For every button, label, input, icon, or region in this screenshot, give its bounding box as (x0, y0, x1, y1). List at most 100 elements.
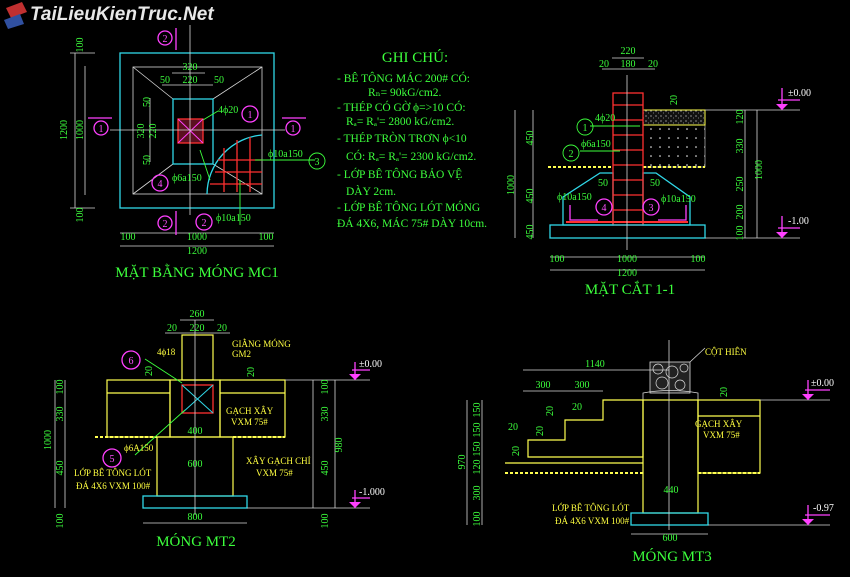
dim-text: 150 (472, 423, 483, 438)
dim-text: 20 (246, 367, 257, 377)
drawing-title: MẶT BẰNG MÓNG MC1 (115, 264, 279, 281)
footing-step (132, 66, 263, 195)
dim-text: 20 (719, 387, 730, 397)
foundation-mt2: 260 20 220 20 20 20 400 600 800 100 330 … (43, 309, 385, 550)
drawing-line (569, 205, 598, 221)
drawing-line (206, 134, 263, 195)
dim-text: 20 (535, 426, 546, 436)
dim-text: 100 (472, 512, 483, 527)
watermark: TaiLieuKienTruc.Net (4, 2, 214, 29)
section-1-1: 220 20 180 20 20 450 450 450 1000 120 33… (506, 46, 811, 298)
label-text: 2 (163, 219, 168, 230)
ground-beam (181, 334, 214, 381)
column-pedestal (172, 98, 214, 165)
level-marker: ±0.00 -0.97 (802, 378, 834, 525)
callouts: CỘT HIÊN GẠCH XÂY VXM 75# LỚP BÊ TÔNG LÓ… (552, 347, 747, 526)
label-text: ±0.00 (359, 359, 382, 370)
label-text: 2 (569, 149, 574, 160)
dim-text: 1000 (754, 160, 765, 180)
section-marker: 1 1 2 2 (88, 28, 306, 235)
dim-text: 50 (650, 178, 660, 189)
label-text: ϕ6a150 (581, 139, 611, 150)
dim-text: 150 (472, 403, 483, 418)
callouts: 6 5 4ϕ18 GIẰNG MÓNG GM2 GẠCH XÂY VXM 75#… (74, 339, 311, 491)
label-text: ϕ6A150 (124, 443, 154, 453)
label-text: LỚP BÊ TÔNG LÓT (74, 468, 152, 478)
lean-concrete (630, 512, 709, 526)
label-text: 2 (202, 218, 207, 229)
dim-text: 600 (663, 533, 678, 544)
drawing-line (241, 105, 259, 123)
drawing-line (652, 363, 689, 391)
label-text: VXM 75# (703, 430, 740, 440)
dim-text: 100 (320, 514, 331, 529)
drawing-line (285, 120, 301, 136)
dim-text: 20 (572, 402, 582, 413)
dim-text: 1140 (585, 359, 605, 370)
drawing-line (199, 149, 211, 181)
drawing-line (134, 409, 186, 456)
drawing-line (466, 347, 830, 535)
note-line: DÀY 2cm. (346, 184, 396, 198)
label-text: 4 (602, 203, 607, 214)
label-text: ϕ10a150 (216, 213, 251, 224)
dim-text: 20 (545, 406, 556, 416)
dim-text: 440 (664, 485, 679, 496)
drawing-line (102, 448, 122, 468)
drawing-title: MÓNG MT3 (632, 548, 712, 565)
dim-text: 100 (320, 380, 331, 395)
dim-text: 100 (121, 232, 136, 243)
dim-text: 100 (550, 254, 565, 265)
drawing-line (655, 376, 669, 390)
rebar-mesh (210, 137, 262, 192)
dim-text: 20 (669, 95, 680, 105)
dim-text: 100 (75, 38, 86, 53)
dim-text: 100 (55, 514, 66, 529)
drawing-line (181, 384, 214, 414)
dim-text: 50 (598, 178, 608, 189)
drawing-line (151, 174, 169, 192)
dim-text: 150 (472, 442, 483, 457)
dim-text: 250 (735, 177, 746, 192)
dim-text: 220 (621, 46, 636, 57)
note-line: - LỚP BÊ TÔNG BẢO VỆ (337, 167, 462, 181)
label-text: GẠCH XÂY (695, 419, 743, 429)
label-text: CỘT HIÊN (705, 347, 747, 357)
dim-text: 20 (144, 366, 155, 376)
drawing-line (776, 232, 788, 238)
drawing-title: MẶT CẮT 1-1 (585, 281, 675, 298)
foundation-mt3: 1140 300 300 20 20 20 20 20 20 440 600 9… (457, 340, 834, 565)
footing-outline (119, 52, 275, 209)
label-text: ϕ6a150 (172, 173, 202, 184)
label-text: 4ϕ20 (595, 113, 615, 124)
dim-text: 1200 (187, 246, 207, 257)
dim-text: 330 (55, 407, 66, 422)
drawing-line (202, 110, 219, 121)
level-marker: ±0.00 -1.00 (776, 88, 811, 238)
dim-text: 50 (160, 75, 170, 86)
dim-text: 330 (735, 139, 746, 154)
drawing-line (665, 365, 679, 379)
note-line: - THÉP TRÒN TRƠN ϕ<10 (337, 131, 467, 145)
drawing-line (199, 110, 315, 225)
dim-text: 20 (648, 59, 658, 70)
drawing-line (802, 394, 814, 400)
label-text: GẠCH XÂY (226, 406, 274, 416)
drawing-line (212, 66, 263, 100)
logo-icon-base (4, 14, 24, 29)
dim-text: 220 (148, 124, 159, 139)
label-text: 6 (129, 356, 134, 367)
label-text: ±0.00 (788, 88, 811, 99)
label-text: VXM 75# (231, 417, 268, 427)
dim-text: 300 (536, 380, 551, 391)
watermark-text: TaiLieuKienTruc.Net (30, 4, 214, 25)
dim-text: 20 (508, 422, 518, 433)
drawing-line (195, 213, 213, 231)
label-text: 1 (291, 124, 296, 135)
label-text: 1 (583, 123, 588, 134)
drawing-line (181, 384, 214, 414)
dim-text: 180 (621, 59, 636, 70)
label-text: ϕ10a150 (661, 194, 696, 205)
dim-text: 1200 (617, 268, 637, 279)
dim-text: 50 (142, 155, 153, 165)
